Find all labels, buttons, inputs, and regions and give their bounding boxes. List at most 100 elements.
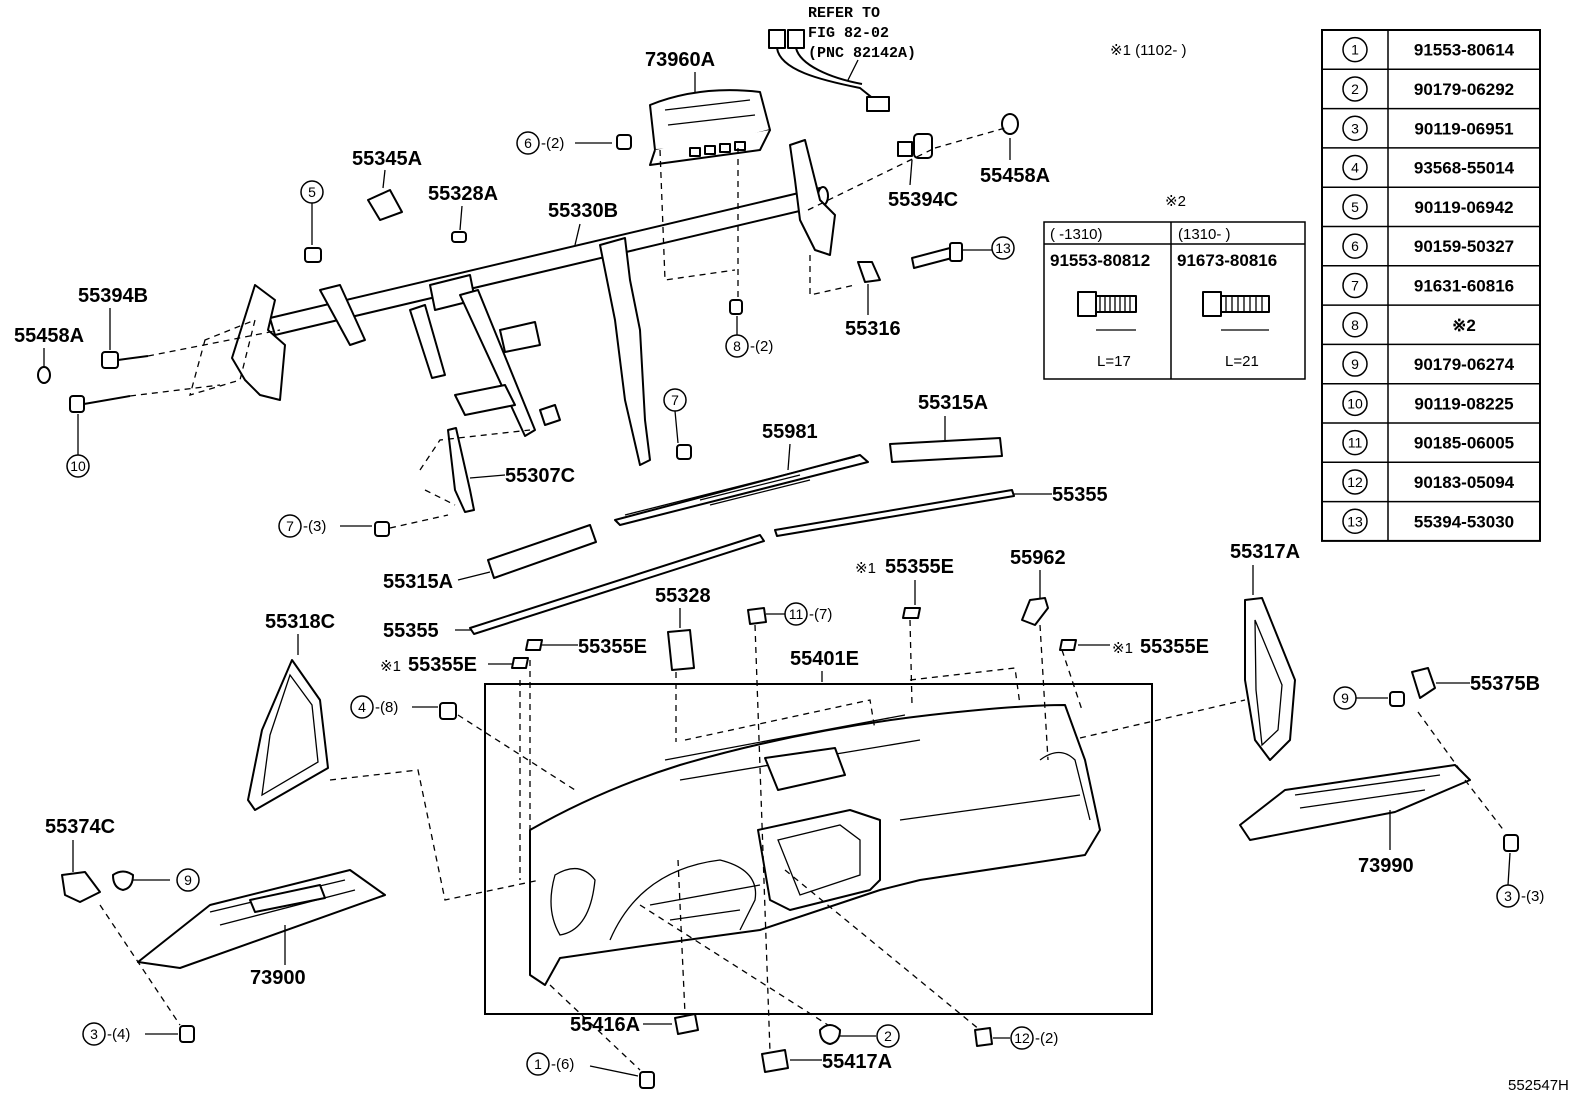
callout-2-number: 2 (884, 1028, 892, 1044)
pad-55355e-b: 55355E (525, 636, 647, 658)
label-55417a: 55417A (822, 1051, 892, 1073)
bracket-55328: 55328 (655, 585, 711, 671)
callout-1-qty: -(6) (551, 1056, 574, 1073)
bracket-55307c: 55307C (447, 427, 575, 513)
label-55328: 55328 (655, 585, 711, 607)
bushing-55458a-left: 55458A (14, 325, 84, 384)
callout-2: 2 (876, 1024, 900, 1048)
clip-55328a: 55328A (428, 183, 498, 243)
callout-7-lower: 7 -(3) (278, 514, 372, 538)
nut-55401e-clip (747, 607, 767, 625)
callout-12-qty: -(2) (1035, 1030, 1058, 1047)
parts-table-row: 8※2 (1342, 312, 1476, 338)
callout-3-left-number: 3 (90, 1026, 98, 1042)
instrument-panel-55401e: 55401E (484, 648, 1153, 1015)
callout-7-upper: 7 (663, 388, 687, 444)
label-55394b: 55394B (78, 285, 148, 307)
parts-table-part-number: 90183-05094 (1414, 473, 1515, 492)
callout-9-right: 9 (1333, 686, 1388, 710)
callout-10: 10 (66, 414, 90, 478)
callout-8-qty: -(2) (750, 338, 773, 355)
label-55315a-right: 55315A (918, 392, 988, 414)
label-55355e-mid: 55355E (578, 636, 647, 658)
note-2-part-b: 91673-80816 (1177, 251, 1277, 270)
label-55981: 55981 (762, 421, 818, 443)
refer-note-line-3: (PNC 82142A) (808, 45, 916, 62)
callout-3-left: 3 -(4) (82, 1022, 178, 1046)
passenger-airbag-73960a: 73960A (645, 49, 771, 166)
callout-4-number: 4 (358, 699, 366, 715)
wire-harness-connector (768, 29, 890, 112)
clip-55345a: 55345A (352, 148, 422, 221)
label-73960a: 73960A (645, 49, 715, 71)
refer-note: REFER TO FIG 82-02 (PNC 82142A) (808, 5, 916, 62)
parts-table-part-number: 91553-80614 (1414, 41, 1515, 60)
callout-11: 11 -(7) (766, 602, 832, 626)
callout-12-number: 12 (1014, 1030, 1030, 1046)
callout-10-number: 10 (70, 458, 86, 474)
label-55458a-top: 55458A (980, 165, 1050, 187)
panel-55315a-left: 55315A (383, 524, 597, 593)
callout-6-number: 6 (524, 135, 532, 151)
label-55307c: 55307C (505, 465, 575, 487)
label-55394c: 55394C (888, 189, 958, 211)
label-55375b: 55375B (1470, 673, 1540, 695)
label-55355e-left: 55355E (408, 654, 477, 676)
label-55328a: 55328A (428, 183, 498, 205)
label-73990: 73990 (1358, 855, 1414, 877)
clip-55417a: 55417A (761, 1049, 892, 1073)
parts-table-ref-number: 10 (1347, 395, 1363, 411)
callout-9-right-number: 9 (1341, 690, 1349, 706)
callout-7-upper-number: 7 (671, 392, 679, 408)
callout-13-number: 13 (995, 240, 1011, 256)
nut-2-part (819, 1024, 876, 1045)
callout-6: 6 -(2) (516, 131, 612, 155)
label-55355-right: 55355 (1052, 484, 1108, 506)
pad-55355e-d: ※1 55355E (1059, 636, 1209, 658)
parts-table-part-number: 55394-53030 (1414, 512, 1514, 531)
assembly-leader-lines (99, 127, 1506, 1071)
parts-table-ref-number: 4 (1351, 160, 1359, 176)
bolt-55394b: 55394B (78, 285, 149, 369)
callout-5-number: 5 (308, 184, 316, 200)
label-55316: 55316 (845, 318, 901, 340)
parts-table-ref-number: 8 (1351, 317, 1359, 333)
parts-table-ref-number: 12 (1347, 474, 1363, 490)
callout-9-left-number: 9 (184, 872, 192, 888)
callout-13: 13 (962, 236, 1015, 260)
callout-1: 1 -(6) (526, 1052, 639, 1077)
strip-55355-right: 55355 (774, 484, 1108, 537)
callout-7-lower-qty: -(3) (303, 518, 326, 535)
note-2-header-b: (1310- ) (1178, 226, 1231, 243)
callout-8-number: 8 (733, 338, 741, 354)
pad-55355e-c: ※1 55355E (380, 654, 529, 676)
note-2-part-a: 91553-80812 (1050, 251, 1150, 270)
callout-4: 4 -(8) (350, 695, 438, 719)
callout-6-qty: -(2) (541, 135, 564, 152)
note-2-length-a: L=17 (1097, 353, 1131, 370)
lower-panel-73990: 73990 (1239, 764, 1471, 877)
diagram-id: 552547H (1508, 1077, 1569, 1094)
note-2-title: ※2 (1165, 193, 1186, 210)
parts-table-part-number: 90179-06292 (1414, 80, 1514, 99)
parts-table-part-number: 90119-08225 (1414, 394, 1513, 413)
bracket-55374c: 55374C (45, 816, 170, 903)
label-55401e: 55401E (790, 648, 859, 670)
bracket-55316: 55316 (845, 242, 963, 340)
strip-55355-left: 55355 (383, 534, 765, 642)
parts-table-part-number: 90159-50327 (1414, 237, 1514, 256)
parts-table-ref-number: 3 (1351, 120, 1359, 136)
bolt-55394c: 55394C (888, 133, 958, 211)
callout-8: 8 -(2) (725, 316, 773, 358)
parts-table-ref-number: 7 (1351, 277, 1359, 293)
bracket-55375b: 55375B (1411, 667, 1540, 699)
label-55355e-right: 55355E (1140, 636, 1209, 658)
